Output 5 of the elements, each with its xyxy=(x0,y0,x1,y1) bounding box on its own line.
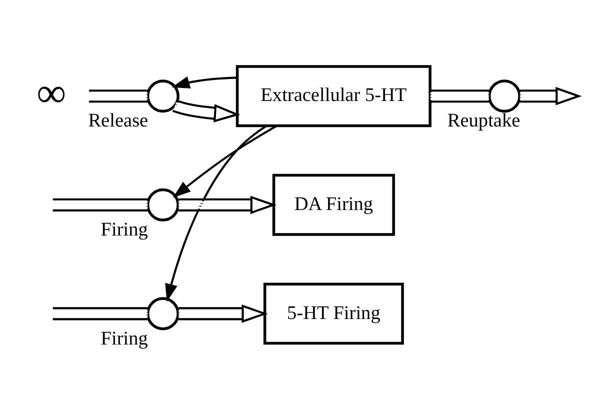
node-label: Firing xyxy=(100,219,148,240)
node-label: Reuptake xyxy=(447,110,520,132)
node-label: Firing xyxy=(100,328,148,350)
node-text: ∞ xyxy=(36,69,66,116)
node-label: Release xyxy=(88,110,148,132)
